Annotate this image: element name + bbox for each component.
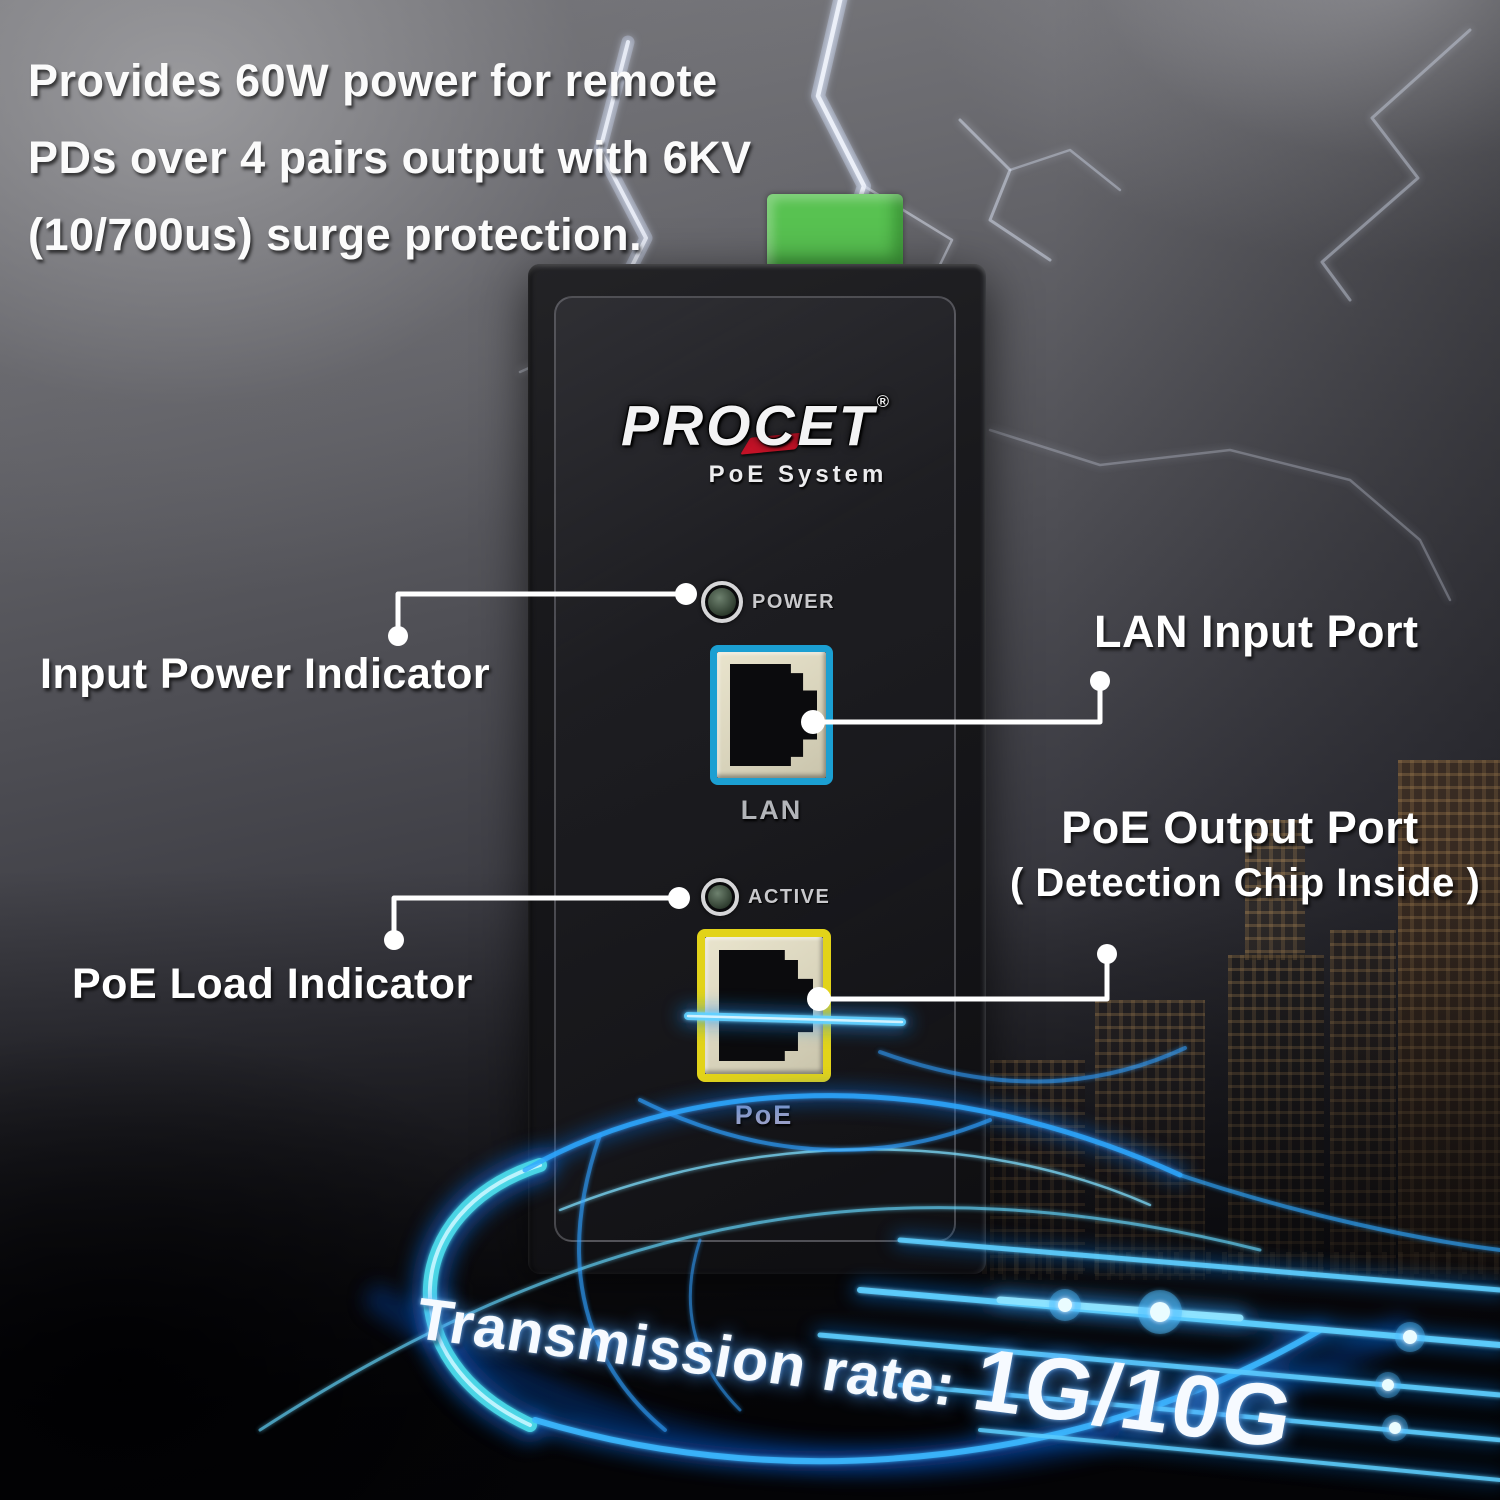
power-led-icon (701, 581, 743, 623)
callout-poe-load-indicator: PoE Load Indicator (72, 960, 473, 1008)
lan-port-jack (730, 664, 817, 766)
brand-text-c: C (753, 394, 798, 458)
active-led-row: ACTIVE (701, 878, 830, 916)
active-led-icon (701, 878, 739, 916)
lan-port (710, 645, 833, 785)
registered-mark: ® (876, 392, 890, 411)
terminal-block (767, 194, 903, 270)
brand-subtitle: PoE System (708, 461, 888, 488)
brand-wordmark: PROCET® (621, 392, 889, 459)
poe-load-callout-line (391, 895, 682, 941)
input-power-callout-line (395, 591, 689, 637)
poe-port (697, 929, 831, 1082)
callout-lan-input-port: LAN Input Port (1094, 606, 1419, 657)
headline-line: PDs over 4 pairs output with 6KV (28, 132, 752, 183)
power-led-label: POWER (752, 590, 836, 613)
callout-poe-output-line2: ( Detection Chip Inside ) (1010, 861, 1481, 905)
callout-poe-output-line1: PoE Output Port (1061, 802, 1419, 853)
callout-poe-output-port: PoE Output Port ( Detection Chip Inside … (1010, 800, 1481, 910)
brand-logo: PROCET® PoE System (554, 392, 956, 489)
lan-port-label: LAN (740, 795, 803, 825)
poe-port-bezel (705, 937, 823, 1074)
power-led-row: POWER (701, 581, 835, 623)
active-led-label: ACTIVE (748, 885, 831, 908)
poe-output-callout-line (816, 952, 1110, 1002)
headline: Provides 60W power for remote PDs over 4… (28, 42, 752, 273)
poe-port-jack (719, 950, 813, 1061)
headline-line: Provides 60W power for remote (28, 55, 718, 106)
headline-line: (10/700us) surge protection. (28, 209, 643, 260)
brand-text: PRO (620, 394, 754, 458)
lan-input-callout-line (810, 679, 1103, 725)
brand-text: ET (797, 394, 877, 458)
callout-input-power-indicator: Input Power Indicator (40, 650, 491, 698)
